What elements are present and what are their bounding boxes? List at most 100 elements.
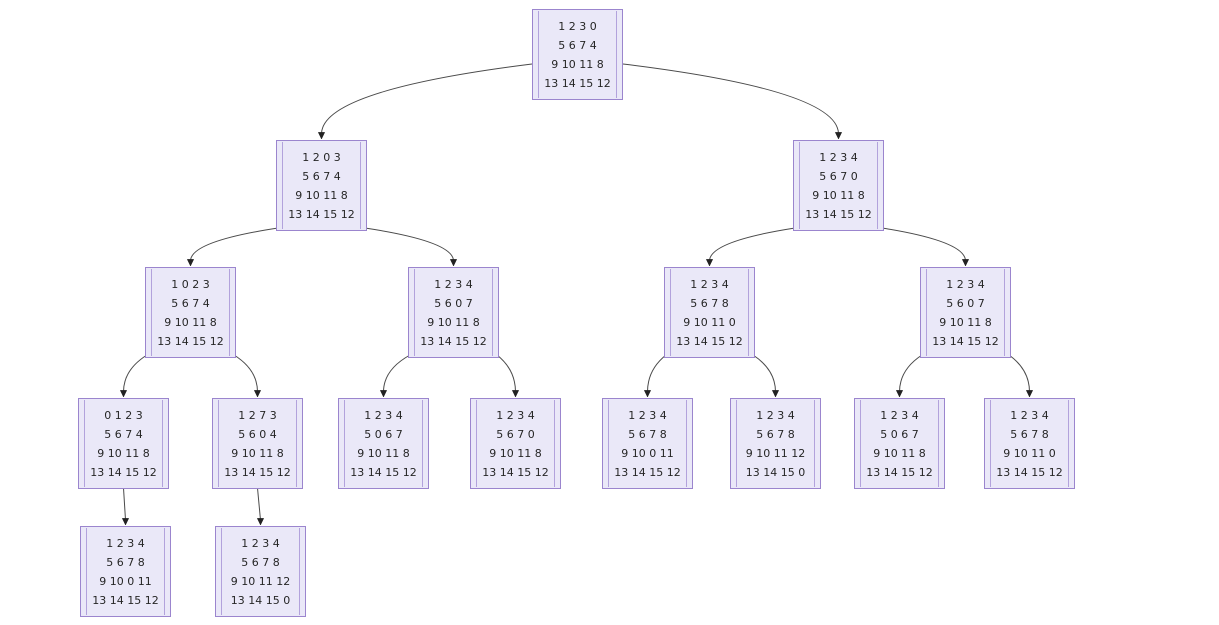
puzzle-row: 1 2 3 4	[690, 277, 729, 291]
arrowhead-icon	[256, 518, 265, 526]
tree-edge-n0-n2	[622, 63, 839, 135]
arrowhead-icon	[1025, 390, 1034, 398]
puzzle-row: 13 14 15 12	[482, 465, 549, 479]
tree-node-n4: 1 2 3 4 5 6 0 7 9 10 11 8 13 14 15 12	[408, 267, 499, 358]
puzzle-row: 9 10 11 12	[745, 446, 806, 460]
tree-edge-n6-n14	[1008, 354, 1030, 393]
puzzle-row: 9 10 11 8	[427, 315, 480, 329]
puzzle-row: 13 14 15 12	[866, 465, 933, 479]
puzzle-row: 9 10 11 8	[164, 315, 217, 329]
tree-edge-n0-n1	[321, 63, 533, 135]
puzzle-row: 1 2 3 4	[756, 408, 795, 422]
tree-edge-n6-n13	[899, 354, 923, 393]
puzzle-row: 13 14 15 12	[288, 207, 355, 221]
tree-node-n15: 1 2 3 4 5 6 7 8 9 10 0 11 13 14 15 12	[80, 526, 171, 617]
puzzle-row: 1 2 3 4	[880, 408, 919, 422]
puzzle-row: 13 14 15 12	[420, 334, 487, 348]
puzzle-row: 5 6 7 0	[819, 169, 858, 183]
tree-node-n5: 1 2 3 4 5 6 7 8 9 10 11 0 13 14 15 12	[664, 267, 755, 358]
puzzle-row: 13 14 15 12	[676, 334, 743, 348]
puzzle-row: 9 10 11 12	[230, 574, 291, 588]
tree-edge-n2-n5	[709, 227, 796, 262]
puzzle-row: 5 6 0 7	[434, 296, 473, 310]
arrowhead-icon	[961, 259, 970, 267]
puzzle-row: 5 6 7 0	[496, 427, 535, 441]
puzzle-row: 1 2 3 4	[496, 408, 535, 422]
puzzle-row: 1 2 3 4	[434, 277, 473, 291]
puzzle-row: 9 10 11 8	[489, 446, 542, 460]
puzzle-row: 9 10 11 8	[939, 315, 992, 329]
puzzle-row: 1 0 2 3	[171, 277, 210, 291]
arrowhead-icon	[895, 390, 904, 398]
puzzle-row: 13 14 15 12	[996, 465, 1063, 479]
puzzle-row: 13 14 15 12	[157, 334, 224, 348]
puzzle-row: 13 14 15 12	[350, 465, 417, 479]
arrowhead-icon	[253, 390, 262, 398]
tree-node-n2: 1 2 3 4 5 6 7 0 9 10 11 8 13 14 15 12	[793, 140, 884, 231]
puzzle-row: 13 14 15 12	[224, 465, 291, 479]
arrowhead-icon	[449, 259, 458, 267]
tree-edge-n5-n12	[752, 354, 776, 393]
puzzle-row: 9 10 0 11	[99, 574, 152, 588]
arrowhead-icon	[119, 390, 128, 398]
puzzle-row: 9 10 11 8	[873, 446, 926, 460]
tree-edge-n2-n6	[881, 227, 966, 262]
arrowhead-icon	[643, 390, 652, 398]
arrowhead-icon	[317, 132, 326, 140]
puzzle-row: 13 14 15 12	[90, 465, 157, 479]
puzzle-row: 13 14 15 0	[230, 593, 291, 607]
puzzle-row: 1 2 3 4	[241, 536, 280, 550]
puzzle-row: 5 6 7 8	[756, 427, 795, 441]
puzzle-row: 9 10 11 8	[295, 188, 348, 202]
puzzle-row: 5 6 7 8	[106, 555, 145, 569]
arrowhead-icon	[121, 518, 130, 526]
puzzle-row: 13 14 15 12	[92, 593, 159, 607]
tree-edge-n8-n16	[257, 487, 261, 521]
puzzle-row: 5 6 7 8	[1010, 427, 1049, 441]
puzzle-row: 5 6 7 4	[104, 427, 143, 441]
tree-edge-n3-n7	[123, 354, 148, 393]
puzzle-row: 5 0 6 7	[364, 427, 403, 441]
puzzle-row: 13 14 15 12	[805, 207, 872, 221]
puzzle-row: 1 2 3 4	[1010, 408, 1049, 422]
arrowhead-icon	[705, 259, 714, 267]
puzzle-row: 9 10 11 0	[683, 315, 736, 329]
puzzle-row: 13 14 15 12	[544, 76, 611, 90]
puzzle-row: 9 10 11 0	[1003, 446, 1056, 460]
puzzle-row: 5 6 0 7	[946, 296, 985, 310]
puzzle-row: 5 6 7 4	[558, 38, 597, 52]
tree-node-n13: 1 2 3 4 5 0 6 7 9 10 11 8 13 14 15 12	[854, 398, 945, 489]
puzzle-row: 13 14 15 12	[614, 465, 681, 479]
puzzle-row: 9 10 11 8	[812, 188, 865, 202]
puzzle-row: 1 2 3 4	[364, 408, 403, 422]
tree-node-n10: 1 2 3 4 5 6 7 0 9 10 11 8 13 14 15 12	[470, 398, 561, 489]
puzzle-row: 1 2 3 4	[106, 536, 145, 550]
tree-edge-n7-n15	[123, 487, 126, 521]
puzzle-row: 9 10 11 8	[97, 446, 150, 460]
tree-node-n14: 1 2 3 4 5 6 7 8 9 10 11 0 13 14 15 12	[984, 398, 1075, 489]
tree-edge-n4-n10	[496, 354, 516, 393]
puzzle-row: 9 10 0 11	[621, 446, 674, 460]
tree-edge-n5-n11	[647, 354, 667, 393]
puzzle-row: 5 6 7 8	[690, 296, 729, 310]
arrowhead-icon	[186, 259, 195, 267]
tree-edge-n3-n8	[233, 354, 258, 393]
puzzle-row: 5 6 0 4	[238, 427, 277, 441]
tree-edge-n4-n9	[383, 354, 411, 393]
puzzle-row: 1 2 3 4	[819, 150, 858, 164]
puzzle-row: 13 14 15 12	[932, 334, 999, 348]
tree-edge-n1-n4	[364, 227, 454, 262]
arrowhead-icon	[379, 390, 388, 398]
arrowhead-icon	[771, 390, 780, 398]
puzzle-row: 5 0 6 7	[880, 427, 919, 441]
puzzle-row: 5 6 7 4	[302, 169, 341, 183]
puzzle-row: 5 6 7 8	[241, 555, 280, 569]
